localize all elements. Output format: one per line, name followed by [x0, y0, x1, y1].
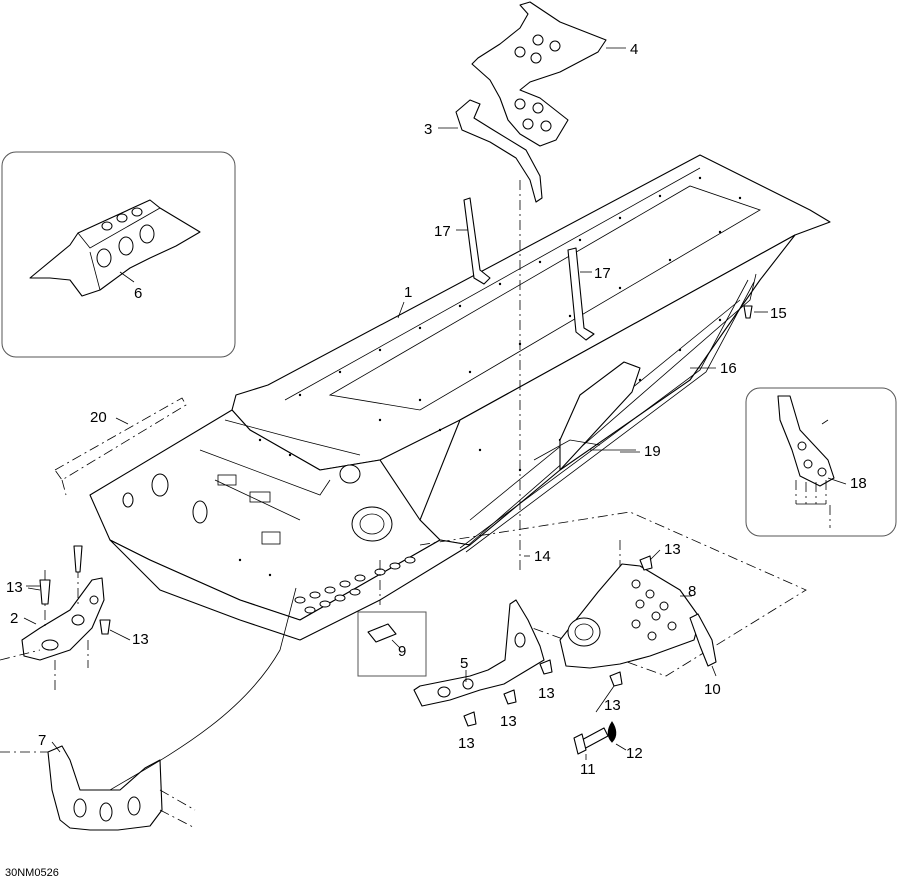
- part-4-bracket: [471, 1, 626, 147]
- callout-5: 5: [460, 655, 468, 672]
- callout-12: 12: [626, 745, 643, 762]
- callout-16: 16: [720, 360, 737, 377]
- callout-14: 14: [534, 548, 551, 565]
- part-19-plate: [533, 361, 641, 471]
- callout-17-a: 17: [434, 223, 451, 240]
- part-7-bracket: [0, 587, 297, 831]
- callout-11: 11: [580, 761, 596, 778]
- fasteners-13: [39, 545, 653, 727]
- inset-box-part-6: [1, 151, 236, 358]
- callout-20: 20: [90, 409, 107, 426]
- diagram-code: 30NM0526: [5, 867, 59, 879]
- callout-1: 1: [404, 284, 412, 301]
- callout-13-b: 13: [132, 631, 149, 648]
- callout-13-d: 13: [538, 685, 555, 702]
- callout-7: 7: [38, 732, 46, 749]
- callout-3: 3: [424, 121, 432, 138]
- callout-leaders: [27, 301, 847, 713]
- callout-15: 15: [770, 305, 787, 322]
- callout-6: 6: [134, 285, 142, 302]
- part-10-bracket: [689, 613, 717, 677]
- part-5-plate: [413, 599, 545, 707]
- callout-13-c: 13: [664, 541, 681, 558]
- part-17-struts: [456, 197, 595, 341]
- callout-13-f: 13: [458, 735, 475, 752]
- callout-8: 8: [688, 583, 696, 600]
- callout-13-g: 13: [604, 697, 621, 714]
- part-20-rail: [54, 397, 187, 496]
- part-15-rivet: [743, 305, 768, 319]
- callout-2: 2: [10, 610, 18, 627]
- callout-19: 19: [644, 443, 661, 460]
- callout-4: 4: [630, 41, 638, 58]
- inset-box-part-18: [745, 387, 897, 537]
- callout-10: 10: [704, 681, 721, 698]
- callout-18: 18: [850, 475, 867, 492]
- part-3-handle: [438, 99, 543, 203]
- part-8-plate: [559, 563, 701, 669]
- callout-17-b: 17: [594, 265, 611, 282]
- callout-13-a: 13: [6, 579, 23, 596]
- part-9-inset: [357, 611, 427, 677]
- part-11-bolt: [573, 727, 609, 760]
- callout-13-e: 13: [500, 713, 517, 730]
- callout-9: 9: [398, 643, 406, 660]
- callout-labels: 1 2 3 4 5 6 7 8 9 10 11 12 13 13 13 13 1…: [6, 41, 867, 778]
- part-12-drop: [607, 721, 627, 751]
